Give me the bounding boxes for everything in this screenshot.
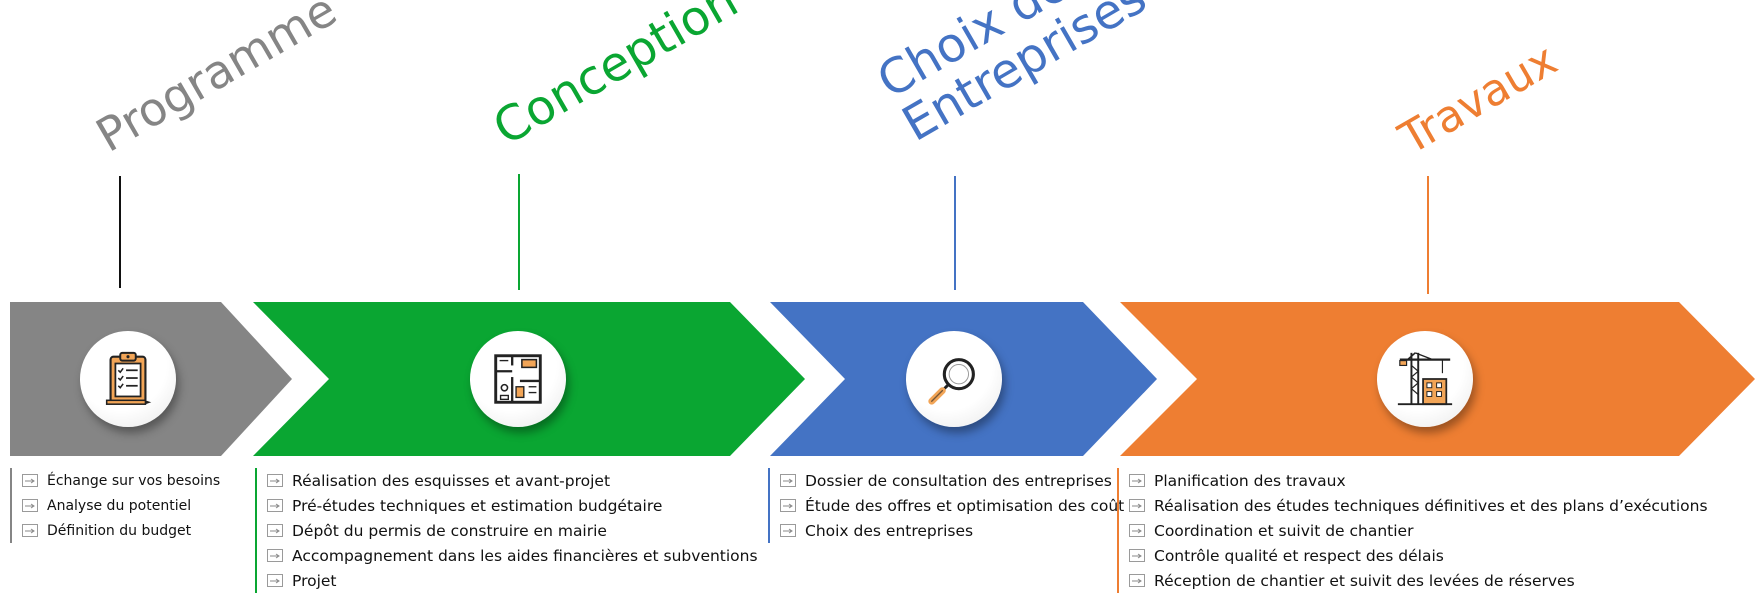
list-item: Contrôle qualité et respect des délais — [1129, 543, 1708, 568]
list-item-label: Pré-études techniques et estimation budg… — [292, 496, 663, 515]
list-item-label: Contrôle qualité et respect des délais — [1154, 546, 1444, 565]
list-item: Accompagnement dans les aides financière… — [267, 543, 758, 568]
list-item-label: Accompagnement dans les aides financière… — [292, 546, 758, 565]
list-item: Échange sur vos besoins — [22, 468, 220, 493]
badge-programme — [80, 331, 176, 427]
connector-choix — [954, 176, 956, 290]
list-item: Coordination et suivit de chantier — [1129, 518, 1708, 543]
phase-title-choix: Choix des Entreprises — [868, 0, 1156, 153]
connector-travaux — [1427, 176, 1429, 294]
arrow-right-icon — [267, 474, 283, 487]
list-item-label: Planification des travaux — [1154, 471, 1346, 490]
list-item: Analyse du potentiel — [22, 493, 220, 518]
list-item: Planification des travaux — [1129, 468, 1708, 493]
badge-conception — [470, 331, 566, 427]
list-item: Réalisation des esquisses et avant-proje… — [267, 468, 758, 493]
arrow-right-icon — [267, 499, 283, 512]
list-item: Pré-études techniques et estimation budg… — [267, 493, 758, 518]
list-item: Définition du budget — [22, 518, 220, 543]
arrow-right-icon — [780, 474, 796, 487]
list-item-label: Dépôt du permis de construire en mairie — [292, 521, 607, 540]
list-item-label: Choix des entreprises — [805, 521, 974, 540]
list-item: Réalisation des études techniques défini… — [1129, 493, 1708, 518]
phase-title-travaux: Travaux — [1391, 34, 1566, 165]
arrow-right-icon — [1129, 499, 1145, 512]
list-item: Choix des entreprises — [780, 518, 1124, 543]
floor-plan-icon — [494, 354, 542, 404]
phase-title-programme: Programme — [87, 0, 346, 163]
arrow-right-icon — [780, 499, 796, 512]
list-item-label: Dossier de consultation des entreprises — [805, 471, 1112, 490]
crane-icon — [1397, 352, 1453, 406]
list-item-label: Réception de chantier et suivit des levé… — [1154, 571, 1575, 590]
arrow-right-icon — [1129, 549, 1145, 562]
arrow-right-icon — [22, 474, 38, 487]
list-conception: Réalisation des esquisses et avant-proje… — [255, 468, 758, 593]
badge-travaux — [1377, 331, 1473, 427]
arrow-right-icon — [1129, 574, 1145, 587]
magnifier-icon — [928, 358, 975, 405]
list-item: Étude des offres et optimisation des coû… — [780, 493, 1124, 518]
arrow-right-icon — [22, 524, 38, 537]
list-item-label: Réalisation des esquisses et avant-proje… — [292, 471, 611, 490]
badge-choix — [906, 331, 1002, 427]
arrow-right-icon — [1129, 474, 1145, 487]
list-item-label: Projet — [292, 571, 337, 590]
list-item-label: Coordination et suivit de chantier — [1154, 521, 1414, 540]
list-item-label: Analyse du potentiel — [47, 497, 192, 514]
arrow-right-icon — [22, 499, 38, 512]
clipboard-checklist-icon — [105, 351, 152, 405]
connector-programme — [119, 176, 121, 288]
arrow-right-icon — [1129, 524, 1145, 537]
list-item: Dossier de consultation des entreprises — [780, 468, 1124, 493]
connector-conception — [518, 174, 520, 290]
phase-title-conception: Conception — [484, 0, 748, 157]
list-item-label: Étude des offres et optimisation des coû… — [805, 496, 1125, 515]
arrow-right-icon — [267, 524, 283, 537]
arrow-right-icon — [267, 549, 283, 562]
arrow-right-icon — [780, 524, 796, 537]
list-item: Projet — [267, 568, 758, 593]
list-item-label: Échange sur vos besoins — [47, 472, 221, 489]
list-item-label: Définition du budget — [47, 522, 192, 539]
list-item: Dépôt du permis de construire en mairie — [267, 518, 758, 543]
list-item: Réception de chantier et suivit des levé… — [1129, 568, 1708, 593]
list-item-label: Réalisation des études techniques défini… — [1154, 496, 1708, 515]
arrow-right-icon — [267, 574, 283, 587]
